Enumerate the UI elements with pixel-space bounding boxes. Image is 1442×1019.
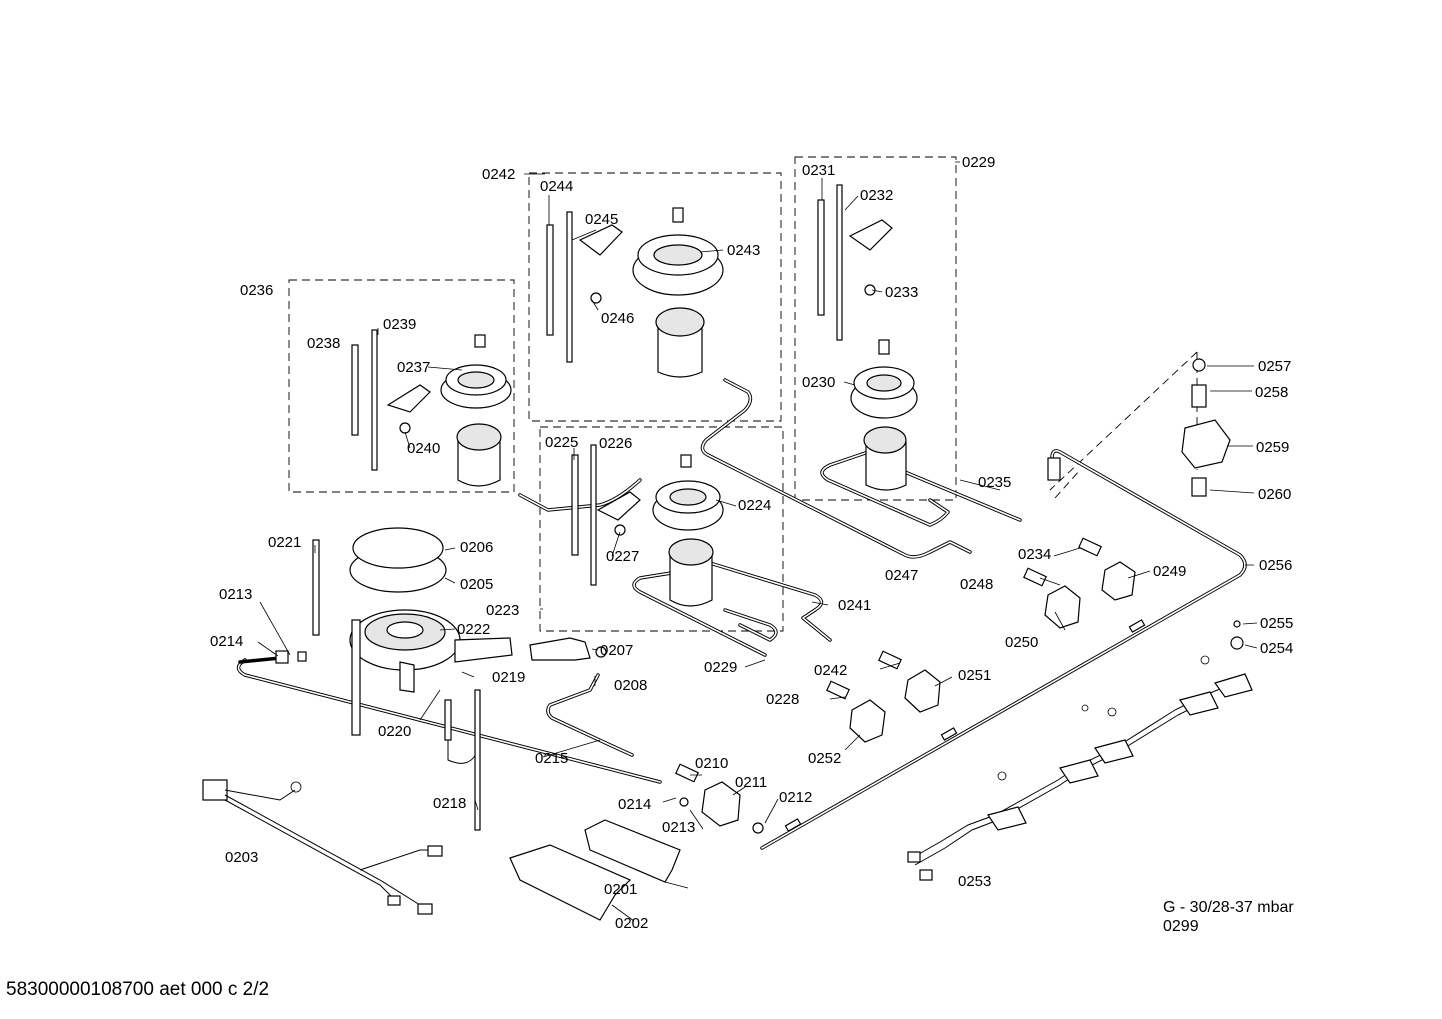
wok-burner-assembly — [312, 527, 591, 736]
valves-and-fittings — [275, 358, 1244, 834]
label-0225: 0225 — [545, 434, 578, 451]
burner-assembly-0223 — [571, 444, 724, 607]
label-0228: 0228 — [766, 691, 799, 708]
label-0234: 0234 — [1018, 546, 1051, 563]
group-box-0242 — [528, 172, 782, 422]
document-id-footer: 58300000108700 aet 000 c 2/2 — [6, 979, 270, 1000]
label-0214-bottom: 0214 — [618, 796, 651, 813]
valve-0249 — [1101, 561, 1136, 601]
label-0242-top: 0242 — [482, 166, 515, 183]
group-box-0223 — [539, 426, 784, 632]
label-0257: 0257 — [1258, 358, 1291, 375]
label-0233: 0233 — [885, 284, 918, 301]
label-0241: 0241 — [838, 597, 871, 614]
label-0237: 0237 — [397, 359, 430, 376]
label-0218: 0218 — [433, 795, 466, 812]
label-0252: 0252 — [808, 750, 841, 767]
cover-plate-0202 — [509, 844, 632, 921]
valve-0252 — [849, 699, 886, 743]
label-0213-left: 0213 — [219, 586, 252, 603]
label-0219: 0219 — [492, 669, 525, 686]
label-0254: 0254 — [1260, 640, 1293, 657]
group-box-0236 — [288, 279, 515, 493]
label-0232: 0232 — [860, 187, 893, 204]
label-0253: 0253 — [958, 873, 991, 890]
label-0201: 0201 — [604, 881, 637, 898]
label-0229-bottom: 0229 — [704, 659, 737, 676]
burner-assembly-0229 — [817, 184, 918, 491]
label-0238: 0238 — [307, 335, 340, 352]
label-0244: 0244 — [540, 178, 573, 195]
label-0259: 0259 — [1256, 439, 1289, 456]
group-box-0229 — [794, 156, 957, 501]
group-box-0256 — [1049, 351, 1198, 499]
label-0222: 0222 — [457, 621, 490, 638]
part-labels: 0201 0202 0203 0205 0206 0207 0208 0210 … — [210, 154, 1293, 932]
label-0223: 0223 — [486, 602, 519, 619]
label-0221: 0221 — [268, 534, 301, 551]
label-0231: 0231 — [802, 162, 835, 179]
burner-assembly-0242 — [546, 207, 724, 378]
cover-plates — [509, 819, 681, 921]
label-0242-bottom: 0242 — [814, 662, 847, 679]
label-0208: 0208 — [614, 677, 647, 694]
label-0243: 0243 — [727, 242, 760, 259]
label-0227: 0227 — [606, 548, 639, 565]
label-0226: 0226 — [599, 435, 632, 452]
gas-spec: G - 30/28-37 mbar — [1163, 899, 1294, 916]
ignition-harness-0253 — [907, 655, 1253, 881]
label-0230: 0230 — [802, 374, 835, 391]
label-0202: 0202 — [615, 915, 648, 932]
label-0249: 0249 — [1153, 563, 1186, 580]
label-0224: 0224 — [738, 497, 771, 514]
burner-assembly-0236 — [351, 329, 512, 487]
label-0256: 0256 — [1259, 557, 1292, 574]
main-gas-pipe — [760, 449, 1247, 850]
label-0203: 0203 — [225, 849, 258, 866]
label-0206: 0206 — [460, 539, 493, 556]
label-0220: 0220 — [378, 723, 411, 740]
label-0229-top: 0229 — [962, 154, 995, 171]
label-0215: 0215 — [535, 750, 568, 767]
label-0239: 0239 — [383, 316, 416, 333]
label-0248: 0248 — [960, 576, 993, 593]
valve-0251 — [904, 669, 941, 713]
label-0245: 0245 — [585, 211, 618, 228]
label-0260: 0260 — [1258, 486, 1291, 503]
label-0251: 0251 — [958, 667, 991, 684]
label-0250: 0250 — [1005, 634, 1038, 651]
valve-0211 — [701, 781, 741, 827]
label-0211: 0211 — [735, 774, 767, 791]
label-0258: 0258 — [1255, 384, 1288, 401]
label-0240: 0240 — [407, 440, 440, 457]
gas-code: 0299 — [1163, 918, 1199, 935]
cover-plate-0201 — [584, 819, 681, 883]
label-0207: 0207 — [600, 642, 633, 659]
burner-feed-pipes — [236, 378, 1022, 784]
label-0213-bottom: 0213 — [662, 819, 695, 836]
label-0236: 0236 — [240, 282, 273, 299]
valve-0250 — [1044, 585, 1081, 629]
label-0235: 0235 — [978, 474, 1011, 491]
label-0212: 0212 — [779, 789, 812, 806]
wiring-harness-0203 — [202, 689, 481, 915]
gas-specification-note: G - 30/28-37 mbar 0299 — [1163, 898, 1294, 936]
label-0210: 0210 — [695, 755, 728, 772]
label-0214-left: 0214 — [210, 633, 243, 650]
label-0247: 0247 — [885, 567, 918, 584]
regulator-0259 — [1181, 419, 1231, 469]
label-0255: 0255 — [1260, 615, 1293, 632]
label-0246: 0246 — [601, 310, 634, 327]
label-0205: 0205 — [460, 576, 493, 593]
